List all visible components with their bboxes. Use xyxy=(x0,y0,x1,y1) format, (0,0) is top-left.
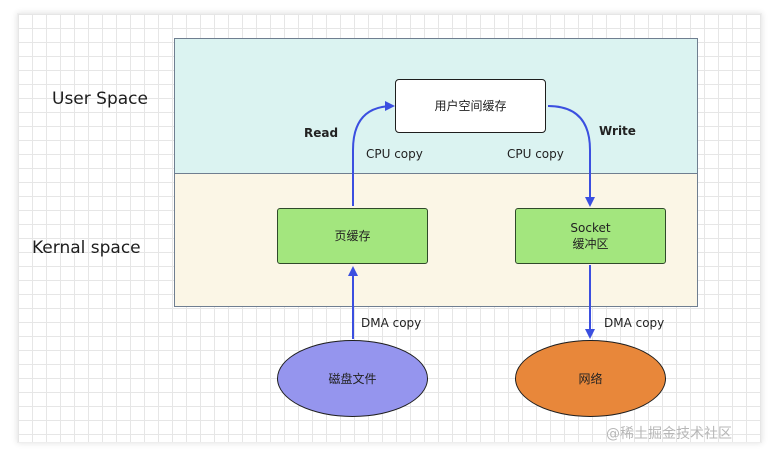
arrow-user-buffer-to-socket-buffer xyxy=(547,105,595,207)
dma-copy-left-label: DMA copy xyxy=(361,316,422,330)
page-cache-label: 页缓存 xyxy=(334,229,371,243)
disk-file-label: 磁盘文件 xyxy=(328,371,377,386)
arrow-page-cache-to-user-buffer xyxy=(352,101,395,206)
read-label: Read xyxy=(304,126,339,140)
network-label: 网络 xyxy=(578,371,603,386)
page-cache-node: 页缓存 xyxy=(277,208,428,264)
watermark: @稀土掘金技术社区 xyxy=(606,426,732,442)
user-buffer-label: 用户空间缓存 xyxy=(434,99,507,113)
cpu-copy-right-label: CPU copy xyxy=(507,147,564,161)
socket-buffer-label-line1: Socket xyxy=(570,221,611,235)
write-label: Write xyxy=(599,124,636,138)
kernel-space-label: Kernal space xyxy=(32,238,141,258)
user-buffer-node: 用户空间缓存 xyxy=(395,79,546,133)
dma-copy-right-label: DMA copy xyxy=(604,316,665,330)
user-space-label: User Space xyxy=(52,89,148,109)
disk-file-node: 磁盘文件 xyxy=(277,340,428,417)
network-node: 网络 xyxy=(515,340,666,417)
cpu-copy-left-label: CPU copy xyxy=(366,147,423,161)
socket-buffer-label-line2: 缓冲区 xyxy=(572,237,609,251)
socket-buffer-node: Socket 缓冲区 xyxy=(515,208,666,264)
